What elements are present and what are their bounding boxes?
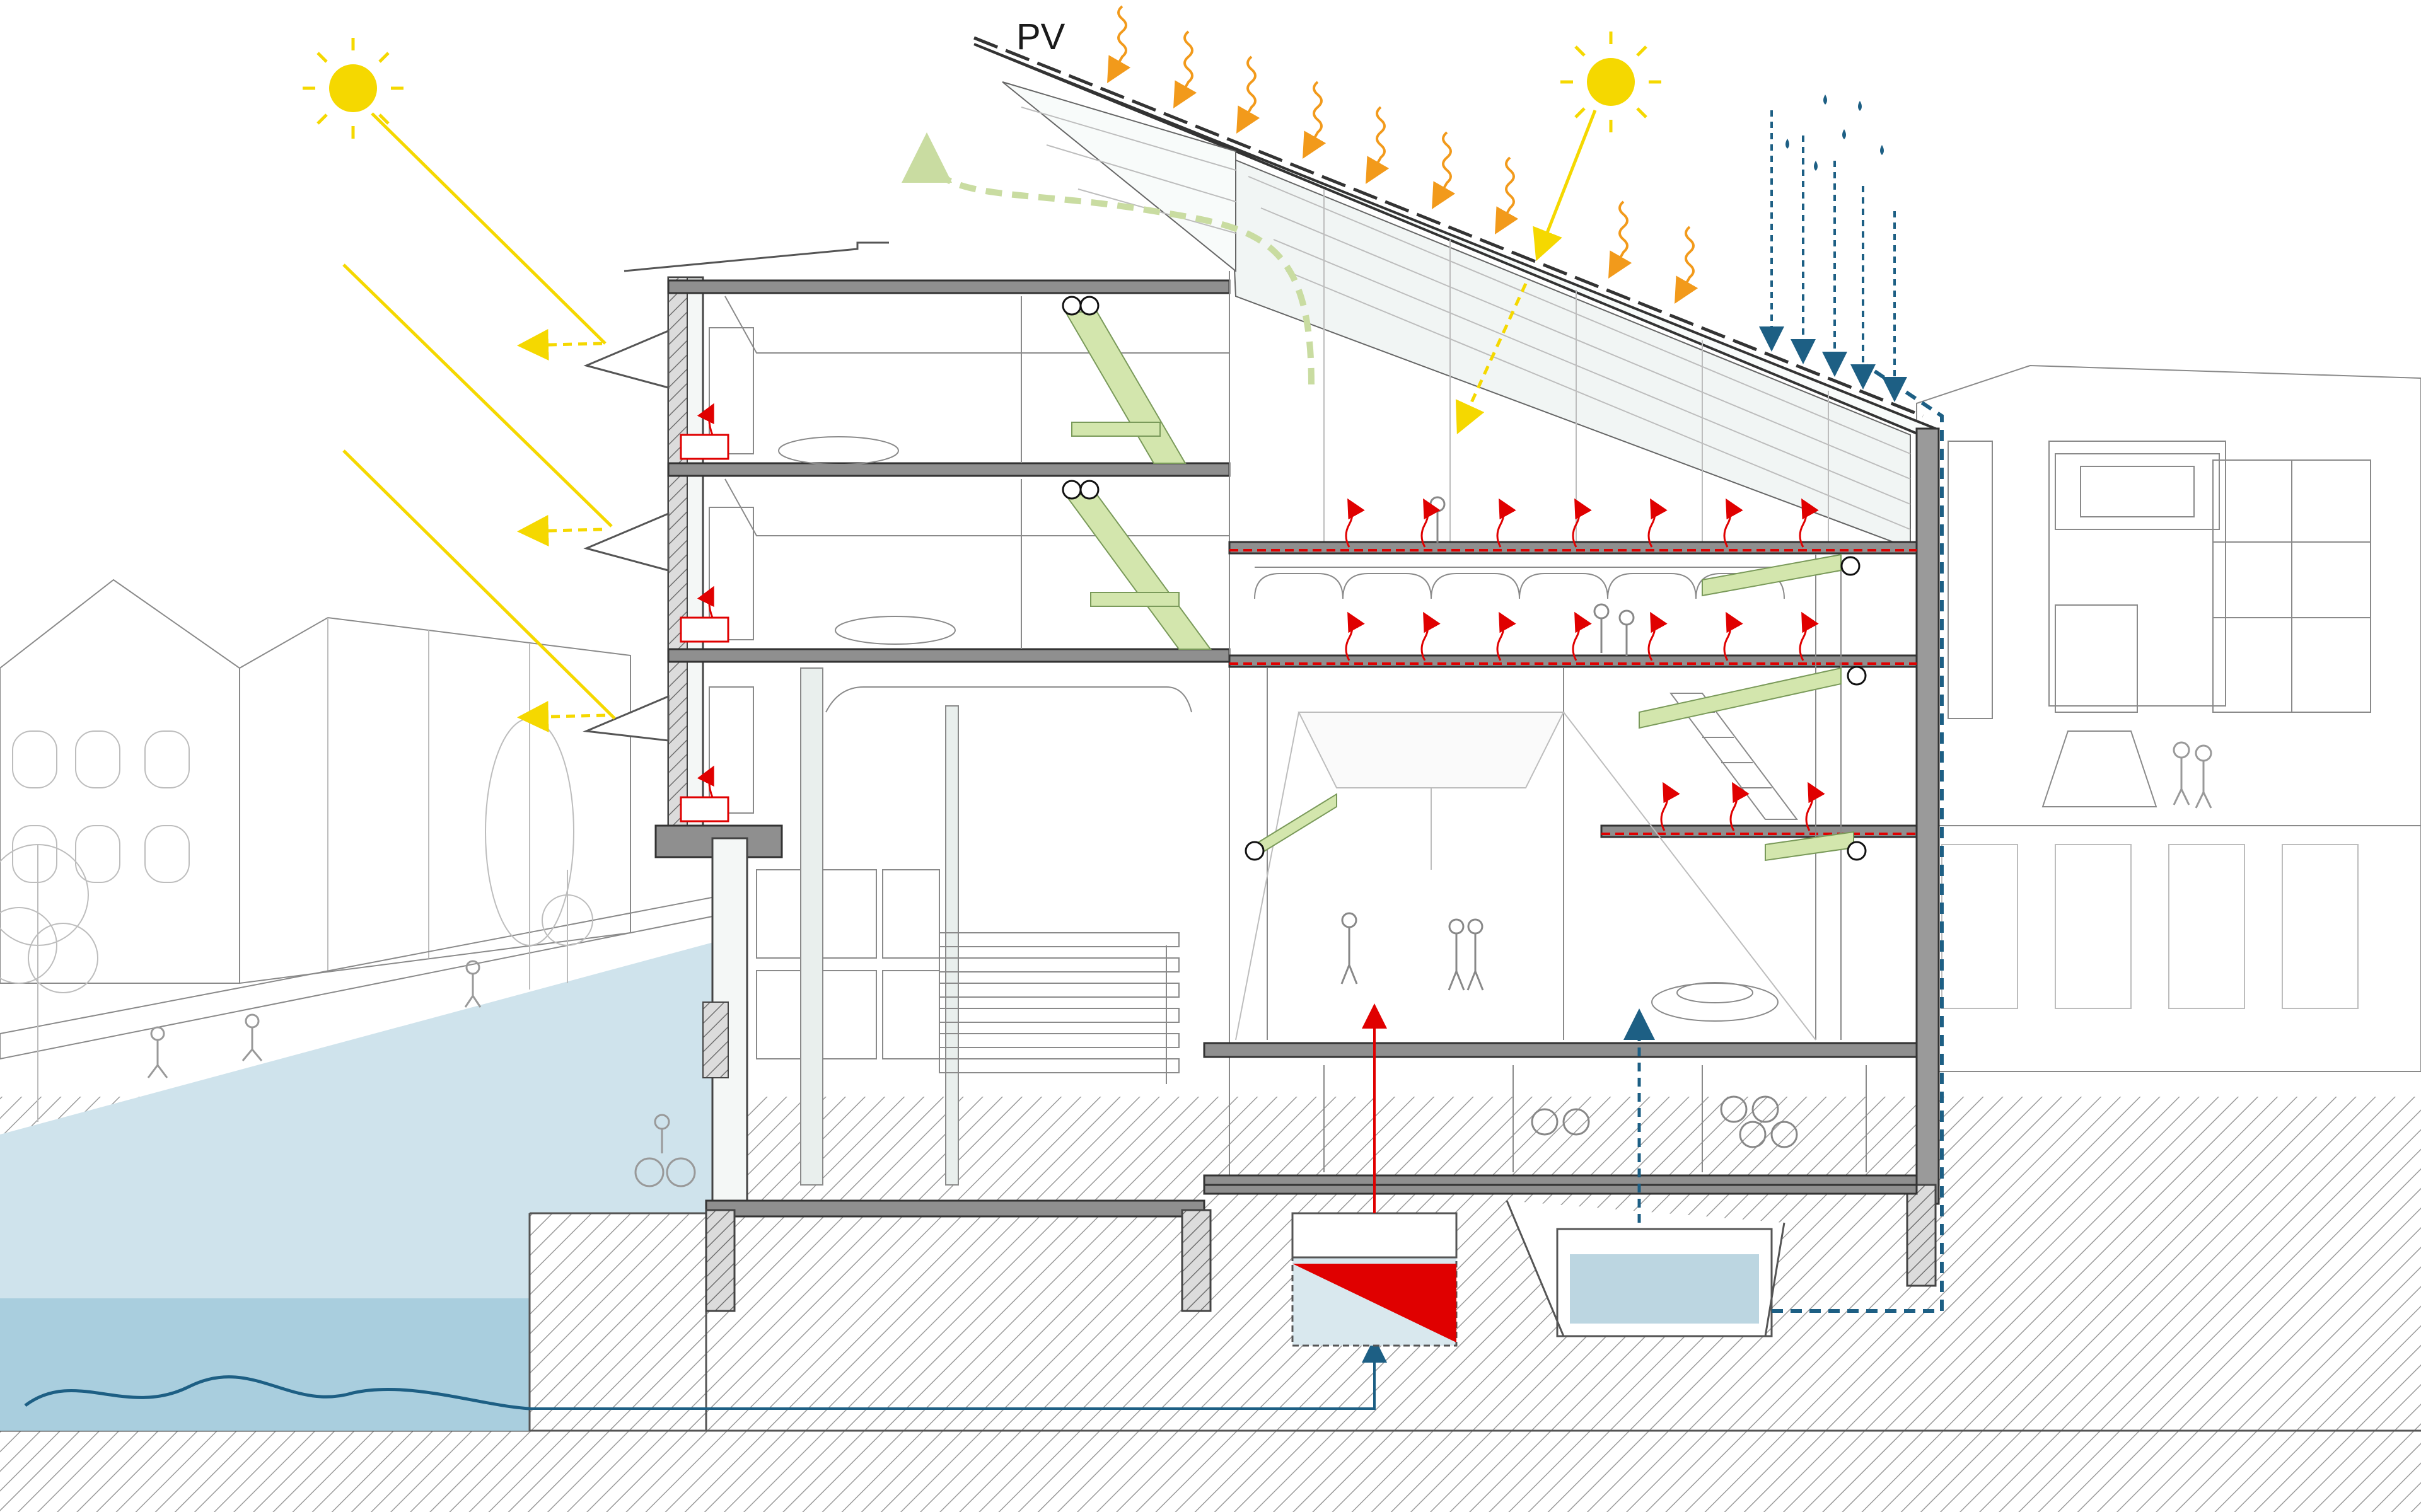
- heat-radiation-arrows: [1107, 5, 1698, 304]
- heat-rising-arrows: [1345, 498, 1825, 831]
- thermal-storage: [1291, 1003, 1458, 1347]
- sun-ray-right: [1455, 110, 1597, 435]
- right-block: [1203, 427, 1940, 1287]
- sun-icon: [1560, 32, 1661, 132]
- pv-label: PV: [1016, 16, 1065, 57]
- sun-icon: [303, 38, 404, 139]
- raindrop-icon: [1759, 95, 1907, 402]
- trees: [0, 718, 593, 1122]
- atrium-roof: [973, 36, 1937, 550]
- people-waterfront: [147, 960, 696, 1187]
- canal-water: [0, 939, 1387, 1431]
- background-building-right: [1916, 364, 2421, 1072]
- sun-rays-left: [342, 112, 616, 733]
- rainwater-tank: [1506, 364, 1944, 1337]
